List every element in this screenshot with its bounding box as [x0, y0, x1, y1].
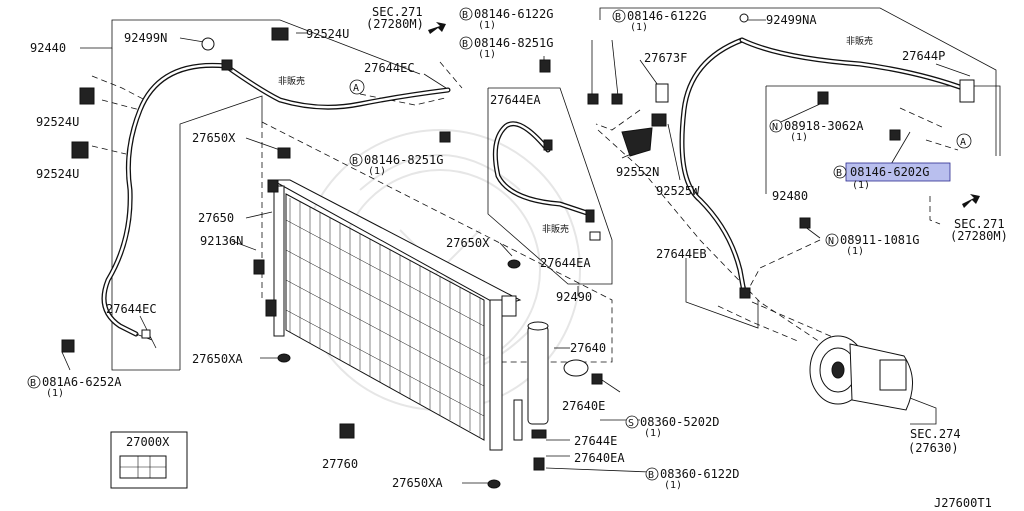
svg-text:(1): (1): [852, 180, 870, 191]
svg-text:N: N: [772, 122, 778, 133]
label-92499NA[interactable]: 92499NA: [766, 13, 817, 27]
svg-text:B: B: [836, 168, 842, 179]
bolt-callout-08146-6122G-a[interactable]: B 08146-6122G (1): [459, 7, 553, 31]
jp-notes: 非販売 非販売 非販売: [278, 35, 873, 235]
jp-note-right: 非販売: [846, 35, 873, 47]
label-27644EC-bot[interactable]: 27644EC: [106, 302, 157, 316]
svg-text:B: B: [462, 10, 468, 21]
label-27644P[interactable]: 27644P: [902, 49, 945, 63]
svg-text:(1): (1): [790, 132, 808, 143]
jp-note-mid: 非販売: [542, 223, 569, 235]
svg-text:(1): (1): [46, 388, 64, 399]
svg-text:08360-6122D: 08360-6122D: [660, 467, 739, 481]
ref-a-right: A: [956, 133, 972, 149]
svg-text:(1): (1): [368, 166, 386, 177]
leader-lines: [61, 7, 1001, 484]
bolt-callout-081A6-6252A[interactable]: B 081A6-6252A (1): [27, 375, 122, 399]
bolt-callout-08146-8251G-b[interactable]: B 08146-8251G (1): [349, 153, 443, 177]
label-92499N[interactable]: 92499N: [124, 31, 167, 45]
label-92525W[interactable]: 92525W: [656, 184, 700, 198]
bolt-callout-08911-1081G[interactable]: N 08911-1081G (1): [825, 233, 919, 257]
compressor: [809, 335, 913, 411]
svg-text:(1): (1): [478, 49, 496, 60]
bolt-callout-08146-6202G[interactable]: B 08146-6202G (1): [833, 165, 929, 191]
svg-text:081A6-6252A: 081A6-6252A: [42, 375, 122, 389]
svg-text:A: A: [960, 137, 966, 148]
sec-ref-271-right[interactable]: SEC.271 (27280M): [950, 217, 1008, 243]
svg-text:S: S: [628, 418, 634, 429]
svg-text:08911-1081G: 08911-1081G: [840, 233, 919, 247]
label-27644EC-top[interactable]: 27644EC: [364, 61, 415, 75]
label-27760[interactable]: 27760: [322, 457, 358, 471]
jp-note-left: 非販売: [278, 75, 305, 87]
svg-text:(1): (1): [846, 246, 864, 257]
ref-a-left: A: [349, 79, 365, 95]
svg-text:B: B: [615, 12, 621, 23]
label-92490[interactable]: 92490: [556, 290, 592, 304]
svg-text:A: A: [353, 83, 359, 94]
label-27000X-box: [110, 431, 188, 489]
diagram-id: J27600T1: [934, 496, 992, 510]
sec-ref-274[interactable]: SEC.274 (27630): [908, 427, 961, 455]
svg-text:B: B: [462, 39, 468, 50]
label-92524U-top[interactable]: 92524U: [306, 27, 349, 41]
label-27640E[interactable]: 27640E: [562, 399, 605, 413]
svg-text:08146-6122G: 08146-6122G: [627, 9, 706, 23]
svg-text:(27280M): (27280M): [366, 17, 424, 31]
svg-text:B: B: [648, 470, 654, 481]
arrow-right-icon: [428, 22, 446, 34]
fittings: [61, 13, 975, 489]
label-27640EA[interactable]: 27640EA: [574, 451, 625, 465]
svg-text:(27280M): (27280M): [950, 229, 1008, 243]
label-92524U-b[interactable]: 92524U: [36, 167, 79, 181]
label-27650X-b[interactable]: 27650X: [446, 236, 490, 250]
sec-ref-271-top[interactable]: SEC.271 (27280M): [366, 5, 424, 31]
bolt-callout-08360-5202D[interactable]: S 08360-5202D (1): [625, 415, 719, 439]
svg-text:08146-6122G: 08146-6122G: [474, 7, 553, 21]
hoses: [101, 37, 971, 341]
svg-text:N: N: [828, 236, 834, 247]
label-92440[interactable]: 92440: [30, 41, 66, 55]
label-27644EA-b[interactable]: 27644EA: [540, 256, 591, 270]
svg-text:(1): (1): [644, 428, 662, 439]
svg-text:(1): (1): [664, 480, 682, 491]
bolt-callout-08918-3062A[interactable]: N 08918-3062A (1): [769, 119, 864, 143]
part-labels: 92440 92499N 92524U 92524U 92524U 27644E…: [30, 13, 945, 490]
label-27650XA-b[interactable]: 27650XA: [392, 476, 443, 490]
arrow-right-icon: [962, 194, 980, 208]
svg-text:B: B: [352, 156, 358, 167]
label-92480[interactable]: 92480: [772, 189, 808, 203]
label-27650X-a[interactable]: 27650X: [192, 131, 236, 145]
label-92136N[interactable]: 92136N: [200, 234, 243, 248]
svg-text:(1): (1): [630, 22, 648, 33]
bolt-callout-08146-6122G-b[interactable]: B 08146-6122G (1): [612, 9, 706, 33]
svg-text:08918-3062A: 08918-3062A: [784, 119, 864, 133]
svg-text:08360-5202D: 08360-5202D: [640, 415, 719, 429]
label-27650[interactable]: 27650: [198, 211, 234, 225]
svg-text:B: B: [30, 378, 36, 389]
svg-text:SEC.274: SEC.274: [910, 427, 961, 441]
label-27640[interactable]: 27640: [570, 341, 606, 355]
label-27000X[interactable]: 27000X: [126, 435, 170, 449]
svg-text:SEC.271: SEC.271: [372, 5, 423, 19]
svg-text:08146-8251G: 08146-8251G: [474, 36, 553, 50]
condenser-assembly: [265, 179, 523, 451]
bolt-callout-08146-8251G-a[interactable]: B 08146-8251G (1): [459, 36, 553, 60]
label-27644E[interactable]: 27644E: [574, 434, 617, 448]
label-92552N[interactable]: 92552N: [616, 165, 659, 179]
receiver-drier: [527, 321, 603, 471]
bolt-callout-08360-6122D[interactable]: B 08360-6122D (1): [645, 467, 739, 491]
svg-text:SEC.271: SEC.271: [954, 217, 1005, 231]
svg-text:08146-6202G: 08146-6202G: [850, 165, 929, 179]
svg-text:(27630): (27630): [908, 441, 959, 455]
label-27644EA-a[interactable]: 27644EA: [490, 93, 541, 107]
label-92524U-a[interactable]: 92524U: [36, 115, 79, 129]
label-27644EB[interactable]: 27644EB: [656, 247, 707, 261]
label-27650XA-a[interactable]: 27650XA: [192, 352, 243, 366]
svg-text:08146-8251G: 08146-8251G: [364, 153, 443, 167]
svg-text:(1): (1): [478, 20, 496, 31]
label-27673F[interactable]: 27673F: [644, 51, 687, 65]
